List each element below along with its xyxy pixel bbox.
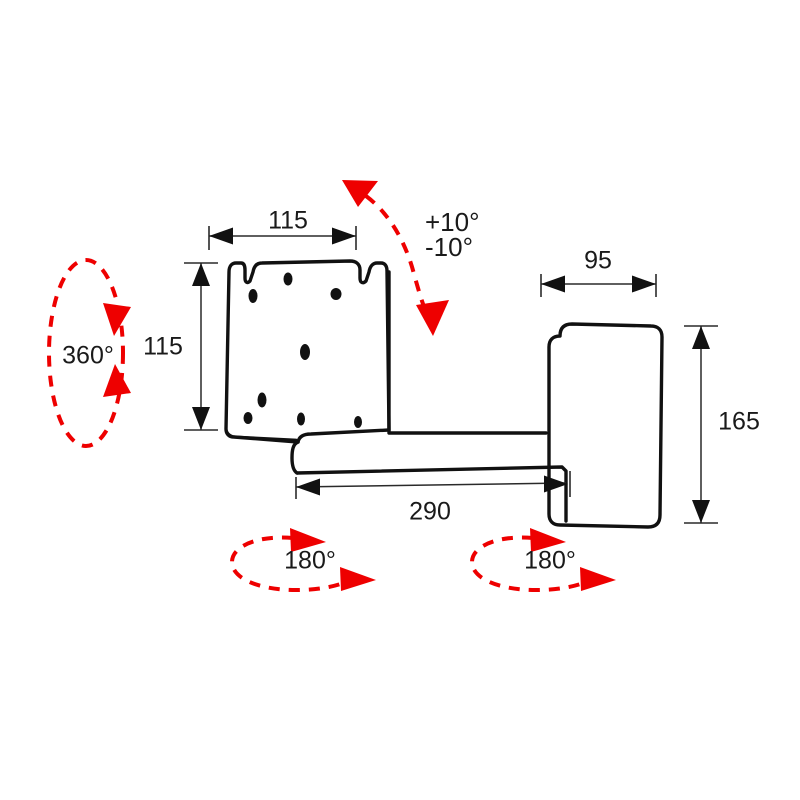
rotation-arrow-icon xyxy=(580,567,616,591)
tilt-annotation: +10° -10° xyxy=(342,180,480,336)
rotation-label-180-right: 180° xyxy=(524,547,576,575)
dimension-arrow-icon xyxy=(192,407,210,430)
dimension-arrow-icon xyxy=(296,478,320,496)
rotation-arc-icon xyxy=(229,535,347,593)
mounting-hole xyxy=(257,392,267,408)
dimension-label-wallplate-height: 165 xyxy=(718,408,760,436)
upper-arm-outline xyxy=(387,270,548,435)
rotation-arrow-icon xyxy=(103,303,131,336)
mounting-hole xyxy=(300,344,310,360)
dimension-wallplate-width: 95 xyxy=(540,247,657,297)
rotation-arrow-icon xyxy=(290,528,326,552)
extension-arm-outline xyxy=(295,465,568,523)
dimension-wallplate-height: 165 xyxy=(684,325,760,524)
mounting-hole xyxy=(243,412,253,424)
tilt-label-positive: +10° xyxy=(425,207,480,237)
mounting-hole xyxy=(354,416,362,428)
dimension-arm-extension: 290 xyxy=(295,471,571,526)
rotation-arm-left: 180° xyxy=(229,528,376,593)
vesa-plate-bottom-edge xyxy=(224,427,298,442)
rotation-arrow-icon xyxy=(103,364,131,397)
dimension-label-plate-height: 115 xyxy=(143,333,183,361)
vesa-plate-outline xyxy=(224,259,391,444)
dimension-label-arm-extension: 290 xyxy=(409,498,451,526)
dimension-line xyxy=(295,482,567,488)
dimension-arrow-icon xyxy=(192,263,210,286)
rotation-arc-icon xyxy=(469,535,587,593)
dimension-label-wallplate-width: 95 xyxy=(584,247,612,275)
dimension-plate-height: 115 xyxy=(143,262,218,431)
rotation-arrow-icon xyxy=(340,567,376,591)
dimension-plate-width: 115 xyxy=(208,207,357,250)
rotation-label-180-left: 180° xyxy=(284,547,336,575)
rotation-label-360: 360° xyxy=(62,342,114,370)
wall-plate-outline xyxy=(547,322,664,529)
rotation-base-swivel: 360° xyxy=(47,258,131,448)
dimension-arrow-icon xyxy=(209,227,233,245)
mounting-hole xyxy=(248,289,258,303)
pivot-joint xyxy=(290,440,300,475)
tilt-arc-icon xyxy=(364,194,430,317)
dimension-arrow-icon xyxy=(692,500,710,523)
dimension-arrow-icon xyxy=(632,275,656,293)
mounting-hole xyxy=(330,288,342,300)
mounting-hole xyxy=(283,272,293,286)
mounting-hole xyxy=(297,412,305,426)
mount-geometry-group xyxy=(224,259,664,529)
rotation-arrow-icon xyxy=(530,528,566,552)
rotation-ellipse-icon xyxy=(47,258,125,448)
rotation-arm-right: 180° xyxy=(469,528,616,593)
tilt-label-negative: -10° xyxy=(425,232,473,262)
dimension-arrow-icon xyxy=(541,275,565,293)
dimension-arrow-icon xyxy=(692,326,710,349)
dimension-label-plate-width: 115 xyxy=(268,207,308,235)
tilt-arrow-icon xyxy=(342,180,378,207)
tilt-arrow-icon xyxy=(416,300,449,336)
dimension-arrow-icon xyxy=(332,227,356,245)
